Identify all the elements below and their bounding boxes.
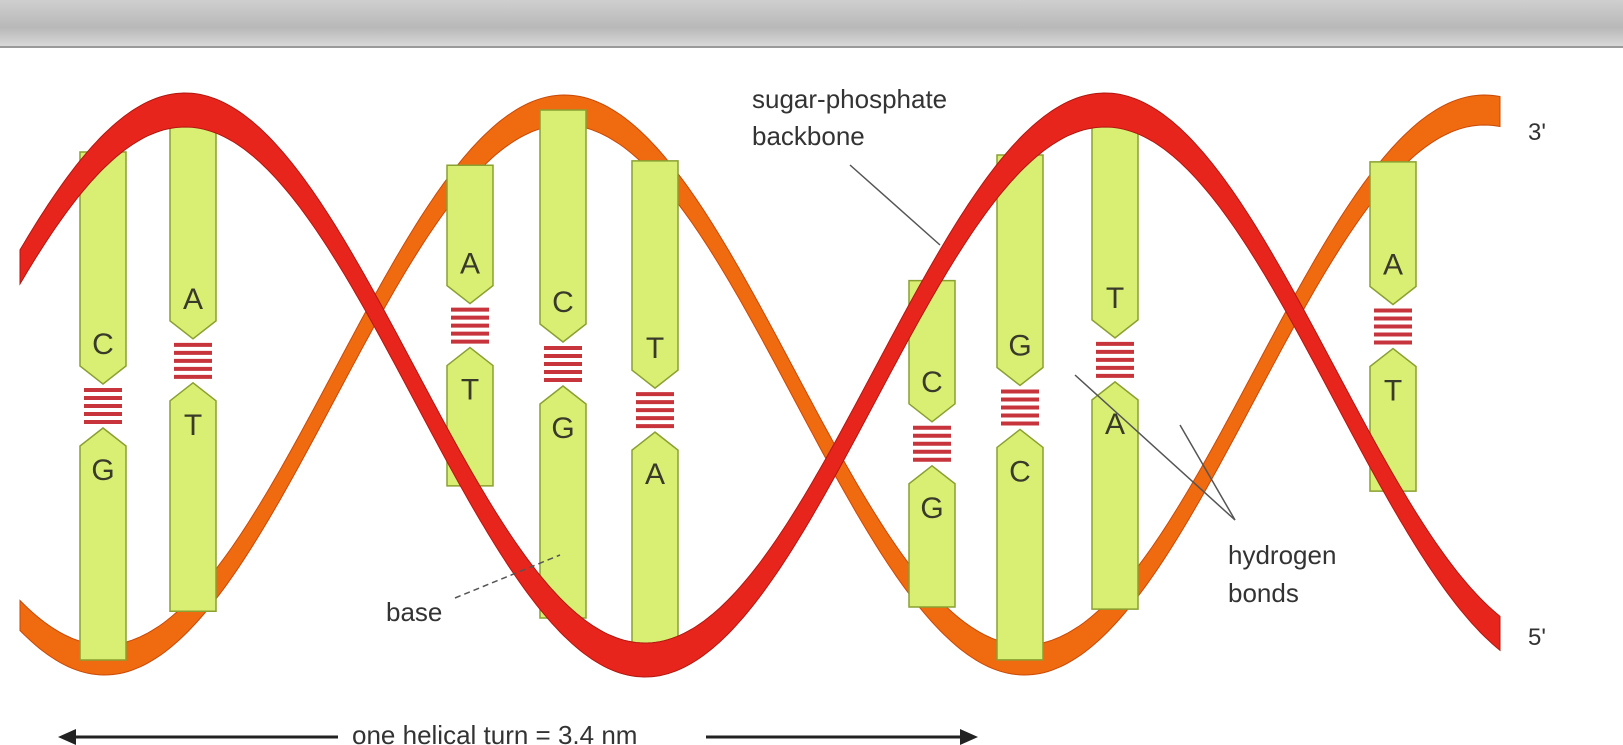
base-letter-bottom: G [91,454,114,487]
base-letter-bottom: A [1105,408,1125,441]
base-letter-top: C [552,286,574,319]
base-letter-top: T [646,332,664,365]
backbone-label-line2: backbone [752,121,865,151]
base-label: base [386,597,442,627]
base-letter-bottom: A [645,458,665,491]
base-letter-top: T [1106,282,1124,315]
base-letter-bottom: T [461,374,479,407]
backbone-label-line1: sugar-phosphate [752,84,947,114]
base-letter-top: A [460,248,480,281]
base-block-bottom [909,466,955,607]
base-pair: AT [170,110,216,611]
base-letter-bottom: T [184,409,202,442]
base-pair: CG [909,281,955,607]
base-pair: CG [540,110,586,618]
base-letter-top: C [921,366,943,399]
base-letter-bottom: T [1384,375,1402,408]
backbone-pointer [850,165,940,245]
base-pair: GC [997,155,1043,660]
five-prime-end-label: 5' [1528,624,1546,651]
hbond-label-line2: bonds [1228,578,1299,608]
base-pair: AT [1370,162,1416,491]
base-letter-bottom: C [1009,455,1031,488]
helical-turn-scale: one helical turn = 3.4 nm [58,720,978,745]
base-block-top [447,165,493,303]
three-prime-end-label: 3' [1528,119,1546,146]
base-letter-bottom: G [551,412,574,445]
base-letter-top: G [1008,329,1031,362]
base-pair: TA [632,161,678,659]
base-letter-top: A [183,283,203,316]
base-letter-bottom: G [920,492,943,525]
helical-turn-label: one helical turn = 3.4 nm [352,720,637,745]
base-letter-top: C [92,328,114,361]
base-block-top [1370,162,1416,305]
base-letter-top: A [1383,249,1403,282]
base-pair: CG [80,152,126,660]
base-pair: TA [1092,111,1138,609]
hbond-label-line1: hydrogen [1228,540,1336,570]
base-pair: AT [447,165,493,486]
